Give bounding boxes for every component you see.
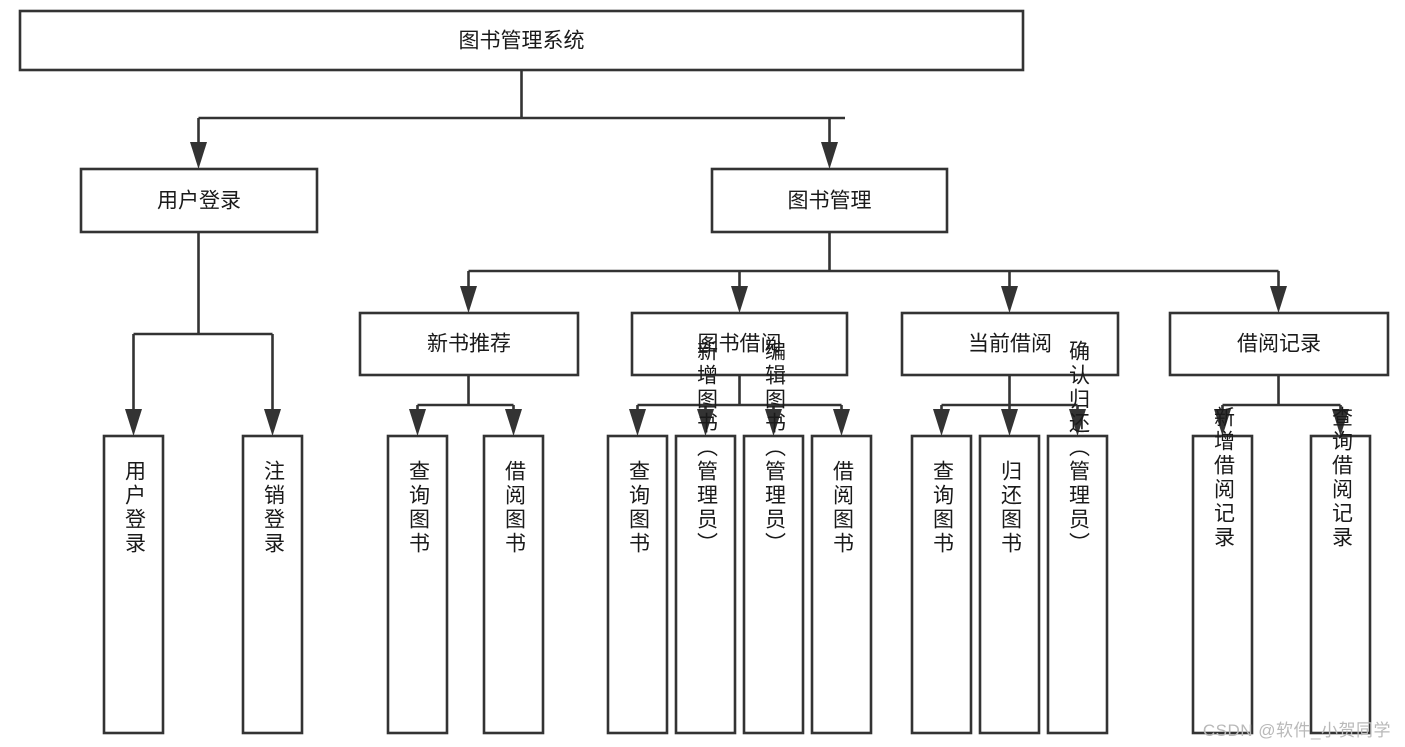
- node-leaf-borrow-book-2-box[interactable]: [810, 434, 873, 735]
- node-leaf-return-book-box[interactable]: [978, 434, 1041, 735]
- node-leaf-add-book[interactable]: 新增图书（管理员）: [674, 340, 737, 735]
- node-book-borrow-label: 图书借阅: [698, 333, 782, 356]
- arrow-head-new-book-recommend: [460, 286, 477, 313]
- node-user-login[interactable]: 用户登录: [79, 167, 319, 234]
- node-leaf-add-record-box[interactable]: [1191, 434, 1254, 735]
- arrow-head-current-borrow: [1001, 286, 1018, 313]
- node-current-borrow-box[interactable]: [900, 311, 1120, 377]
- node-leaf-query-record[interactable]: 查询借阅记录: [1309, 406, 1372, 735]
- node-book-borrow-box[interactable]: [630, 311, 849, 377]
- node-book-management[interactable]: 图书管理: [710, 167, 949, 234]
- node-leaf-query-book-3-label: 查询图书: [931, 460, 955, 556]
- arrow-head-user-login: [190, 142, 207, 169]
- node-leaf-query-record-box[interactable]: [1309, 434, 1372, 735]
- connector-group-new-book-recommend: [409, 375, 522, 436]
- arrow-head-leaf-confirm-return: [1069, 409, 1086, 436]
- node-leaf-return-book[interactable]: 归还图书: [978, 434, 1041, 735]
- node-leaf-query-book-1[interactable]: 查询图书: [386, 434, 449, 735]
- node-leaf-borrow-book-2[interactable]: 借阅图书: [810, 434, 873, 735]
- node-leaf-user-login-box[interactable]: [102, 434, 165, 735]
- node-new-book-recommend-box[interactable]: [358, 311, 580, 377]
- arrow-head-leaf-logout-login: [264, 409, 281, 436]
- node-leaf-query-record-label: 查询借阅记录: [1330, 406, 1354, 550]
- node-leaf-query-book-3-box[interactable]: [910, 434, 973, 735]
- node-current-borrow-label: 当前借阅: [968, 333, 1052, 356]
- arrow-head-leaf-query-book-3: [933, 409, 950, 436]
- node-leaf-add-book-label: 新增图书（管理员）: [695, 340, 719, 556]
- node-leaf-query-book-1-box[interactable]: [386, 434, 449, 735]
- node-leaf-borrow-book-1-box[interactable]: [482, 434, 545, 735]
- node-root-label: 图书管理系统: [459, 30, 585, 53]
- arrow-head-leaf-borrow-book-1: [505, 409, 522, 436]
- connector-group-current-borrow: [933, 375, 1086, 436]
- node-book-management-label: 图书管理: [788, 190, 872, 213]
- node-leaf-query-book-3[interactable]: 查询图书: [910, 434, 973, 735]
- arrow-head-leaf-query-book-1: [409, 409, 426, 436]
- connector-group-book-management: [460, 232, 1287, 313]
- arrow-head-leaf-query-record: [1332, 409, 1349, 436]
- arrow-head-book-management: [821, 142, 838, 169]
- node-borrow-record-box[interactable]: [1168, 311, 1390, 377]
- node-leaf-logout-login-label: 注销登录: [262, 460, 286, 556]
- arrow-head-leaf-add-record: [1214, 409, 1231, 436]
- connector-group-book-borrow: [629, 375, 850, 436]
- arrow-head-leaf-borrow-book-2: [833, 409, 850, 436]
- node-leaf-confirm-return[interactable]: 确认归还（管理员）: [1046, 340, 1109, 735]
- node-leaf-logout-login[interactable]: 注销登录: [241, 434, 304, 735]
- connector-group-root: [190, 70, 845, 169]
- node-user-login-label: 用户登录: [157, 190, 241, 213]
- arrow-head-borrow-record: [1270, 286, 1287, 313]
- arrow-head-book-borrow: [731, 286, 748, 313]
- node-leaf-query-book-2-label: 查询图书: [627, 460, 651, 556]
- arrow-head-leaf-return-book: [1001, 409, 1018, 436]
- node-leaf-add-record-label: 新增借阅记录: [1212, 406, 1236, 550]
- node-leaf-edit-book[interactable]: 编辑图书（管理员）: [742, 340, 805, 735]
- node-book-borrow[interactable]: 图书借阅: [630, 311, 849, 377]
- node-leaf-return-book-label: 归还图书: [999, 460, 1023, 556]
- node-leaf-confirm-return-label: 确认归还（管理员）: [1067, 340, 1091, 556]
- arrow-head-leaf-add-book: [697, 409, 714, 436]
- connector-group-user-login: [125, 232, 281, 436]
- node-book-management-box[interactable]: [710, 167, 949, 234]
- arrow-head-leaf-user-login: [125, 409, 142, 436]
- node-leaf-confirm-return-box[interactable]: [1046, 434, 1109, 735]
- node-current-borrow[interactable]: 当前借阅: [900, 311, 1120, 377]
- node-leaf-edit-book-label: 编辑图书（管理员）: [763, 340, 787, 556]
- node-new-book-recommend[interactable]: 新书推荐: [358, 311, 580, 377]
- node-leaf-query-book-1-label: 查询图书: [407, 460, 431, 556]
- node-root[interactable]: 图书管理系统: [18, 9, 1025, 72]
- node-leaf-add-book-box[interactable]: [674, 434, 737, 735]
- arrow-head-leaf-edit-book: [765, 409, 782, 436]
- node-leaf-query-book-2[interactable]: 查询图书: [606, 434, 669, 735]
- node-new-book-recommend-label: 新书推荐: [427, 333, 511, 356]
- node-user-login-box[interactable]: [79, 167, 319, 234]
- node-leaf-user-login[interactable]: 用户登录: [102, 434, 165, 735]
- node-leaf-user-login-label: 用户登录: [123, 460, 147, 556]
- node-leaf-edit-book-box[interactable]: [742, 434, 805, 735]
- node-borrow-record-label: 借阅记录: [1237, 333, 1321, 356]
- node-leaf-borrow-book-2-label: 借阅图书: [831, 460, 855, 556]
- node-root-box[interactable]: [18, 9, 1025, 72]
- node-borrow-record[interactable]: 借阅记录: [1168, 311, 1390, 377]
- arrow-head-leaf-query-book-2: [629, 409, 646, 436]
- node-leaf-borrow-book-1[interactable]: 借阅图书: [482, 434, 545, 735]
- node-leaf-add-record[interactable]: 新增借阅记录: [1191, 406, 1254, 735]
- node-leaf-borrow-book-1-label: 借阅图书: [503, 460, 527, 556]
- node-leaf-logout-login-box[interactable]: [241, 434, 304, 735]
- connector-group-borrow-record: [1214, 375, 1349, 436]
- node-leaf-query-book-2-box[interactable]: [606, 434, 669, 735]
- csdn-watermark: CSDN @软件_小贺同学: [1202, 721, 1391, 740]
